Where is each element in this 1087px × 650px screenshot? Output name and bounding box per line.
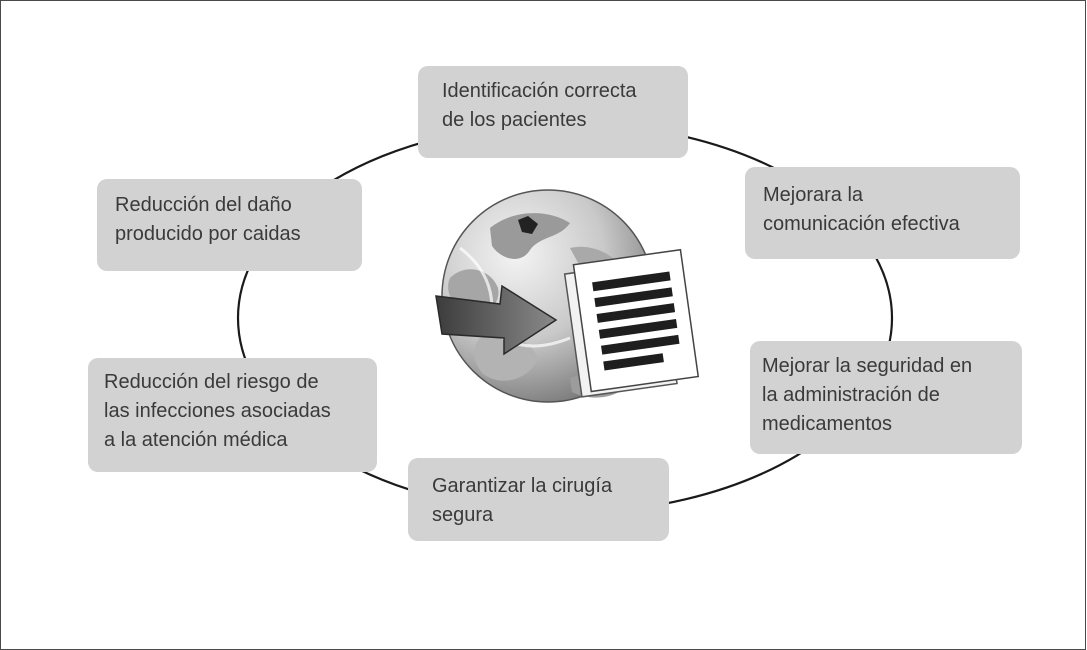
globe-with-arrow-and-document-icon (435, 189, 700, 403)
node-fall-harm-reduction: Reducción del daño producido por caidas (97, 179, 362, 271)
node-safe-surgery: Garantizar la cirugía segura (408, 458, 669, 541)
node-infection-risk-reduction: Reducción del riesgo de las infecciones … (88, 358, 377, 472)
node-effective-communication: Mejorara la comunicación efectiva (745, 167, 1020, 259)
node-medication-safety: Mejorar la seguridad en la administració… (750, 341, 1022, 454)
node-patient-identification: Identificación correcta de los pacientes (418, 66, 688, 158)
